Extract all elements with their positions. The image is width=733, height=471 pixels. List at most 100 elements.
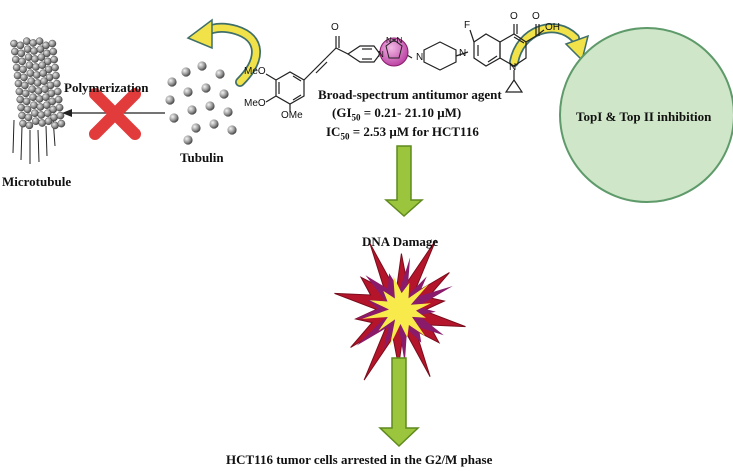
atom-triazole-n: N: [378, 50, 384, 59]
curved-arrow-to-tubulin: [186, 18, 261, 87]
tubulin-dimer: [197, 61, 207, 71]
tubulin-dimer: [223, 107, 233, 117]
polymerization-label: Polymerization: [64, 80, 149, 95]
microtubule-subunit: [53, 79, 61, 88]
topo-inhibition-label: TopI & Top II inhibition: [576, 109, 712, 124]
microtubule-subunit: [39, 69, 48, 77]
microtubule-subunit: [25, 121, 34, 130]
ic50-value: = 2.53 μM for HCT116: [349, 124, 479, 139]
tubulin-dimer: [181, 67, 191, 77]
microtubule-subunit: [28, 85, 37, 93]
microtubule-subunit: [36, 103, 45, 111]
microtubule-subunit: [16, 41, 25, 50]
tubulin-dimer: [183, 87, 193, 97]
tubulin-dimer: [167, 77, 177, 87]
tubulin-dimer: [169, 113, 179, 123]
microtubule-subunit: [24, 53, 33, 62]
microtubule-subunit: [55, 103, 64, 112]
microtubule-subunit: [32, 117, 40, 125]
gi50-prefix: (GI: [332, 105, 352, 120]
microtubule-subunit: [37, 111, 46, 119]
microtubule-subunit: [18, 111, 26, 120]
microtubule-subunit: [31, 55, 39, 63]
microtubule-subunit: [57, 119, 66, 128]
microtubule-subunit: [21, 81, 29, 90]
microtubule-subunit: [10, 39, 18, 48]
microtubule-subunit: [27, 77, 36, 85]
atom-o-quinolone: O: [510, 11, 518, 22]
microtubule-subunit: [48, 39, 57, 48]
tubulin-dimer: [191, 123, 201, 133]
microtubule-subunit: [22, 97, 31, 106]
microtubule-subunit: [54, 95, 63, 104]
microtubule-subunit: [34, 87, 43, 95]
atom-fluorine: F: [464, 20, 471, 31]
microtubule-subunit: [12, 55, 20, 64]
topo-inhibition-circle: [559, 27, 733, 203]
atom-o-ketone: O: [331, 22, 339, 33]
microtubule-subunit: [35, 95, 44, 103]
microtubule-subunit: [13, 71, 22, 80]
gi50-value: = 0.21- 21.10 μM): [360, 105, 462, 120]
microtubule-label: Microtubule: [2, 174, 72, 189]
agent-title: Broad-spectrum antitumor agent: [318, 87, 502, 102]
arrow-to-cell-arrest: [378, 357, 420, 448]
ic50-subscript: 50: [340, 131, 350, 142]
atom-ome: OMe: [281, 110, 303, 121]
microtubule-subunit: [36, 45, 45, 54]
tubulin-dimer: [201, 83, 211, 93]
tubulin-dimer: [219, 89, 229, 99]
ic50-prefix: IC: [326, 124, 341, 139]
microtubule-subunit: [17, 103, 26, 112]
microtubule-subunit: [43, 109, 52, 117]
tubulin-spheres: [165, 61, 237, 145]
microtubule-subunit: [18, 57, 27, 66]
microtubule-subunit: [31, 109, 39, 117]
dna-damage-label: DNA Damage: [362, 234, 439, 249]
tubulin-dimer: [209, 119, 219, 129]
microtubule-subunit: [17, 49, 26, 58]
microtubule-subunit: [54, 87, 62, 96]
atom-n-ring: N: [509, 62, 517, 73]
ic50-line: IC50 = 2.53 μM for HCT116: [326, 124, 479, 142]
atom-n-piperazine-2: N: [459, 48, 467, 59]
microtubule-subunit: [44, 117, 53, 125]
microtubule-subunit: [33, 71, 41, 79]
atom-meo-1: MeO: [244, 66, 266, 77]
microtubule-subunit: [20, 73, 28, 82]
microtubule-subunit: [49, 47, 58, 56]
microtubule-subunit: [40, 77, 48, 85]
microtubule-subunit: [26, 69, 35, 77]
gi50-line: (GI50 = 0.21- 21.10 μM): [332, 105, 461, 123]
microtubule-subunit: [16, 95, 25, 104]
microtubule-subunit: [23, 45, 32, 54]
microtubule-subunit: [37, 53, 46, 62]
microtubule-subunit: [29, 93, 37, 101]
atom-oh: OH: [545, 22, 560, 33]
microtubule-subunit: [38, 61, 47, 69]
gi50-subscript: 50: [351, 112, 361, 123]
microtubule-subunit: [19, 119, 27, 128]
microtubule-subunit: [52, 71, 60, 80]
microtubule-subunit: [38, 119, 47, 127]
microtubule-subunit: [30, 47, 38, 55]
microtubule-subunit: [15, 87, 24, 96]
tubulin-dimer: [165, 95, 175, 105]
microtubule-subunit: [24, 113, 33, 122]
tubulin-dimer: [187, 105, 197, 115]
tubulin-dimer: [215, 69, 225, 79]
atom-n-piperazine-1: N: [416, 52, 424, 63]
arrow-to-dna-damage: [384, 145, 424, 218]
atom-triazole: N=N: [386, 36, 403, 45]
atom-meo-2: MeO: [244, 98, 266, 109]
microtubule-subunit: [25, 61, 34, 69]
tubulin-dimer: [183, 135, 193, 145]
microtubule-subunit: [51, 63, 59, 72]
cell-arrest-label: HCT116 tumor cells arrested in the G2/M …: [226, 452, 493, 467]
microtubule-illustration: [10, 37, 66, 164]
microtubule-subunit: [50, 55, 59, 64]
tubulin-dimer: [227, 125, 237, 135]
microtubule-subunit: [35, 37, 44, 46]
